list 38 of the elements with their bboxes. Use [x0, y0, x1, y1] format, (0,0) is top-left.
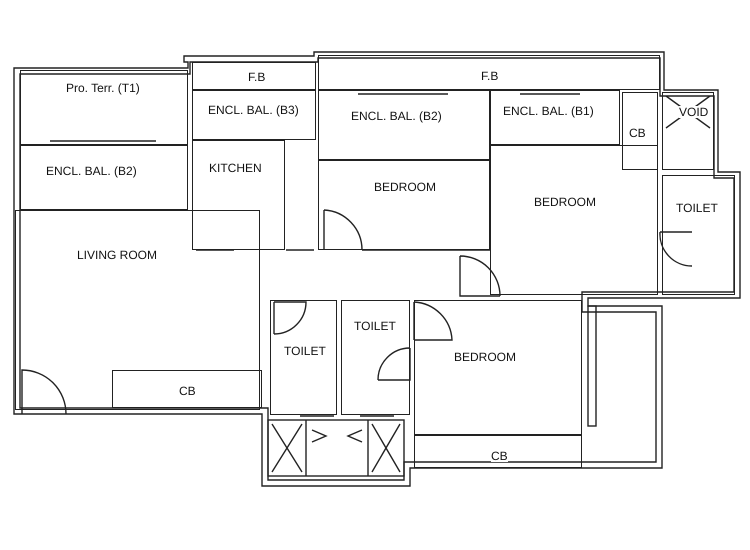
room-label: LIVING ROOM [77, 249, 158, 261]
room [20, 70, 188, 145]
room-label: TOILET [354, 320, 396, 332]
room [192, 62, 316, 90]
room [318, 55, 660, 90]
room [20, 145, 188, 210]
room [662, 92, 714, 170]
room [341, 300, 410, 415]
room [490, 90, 620, 145]
room-label: TOILET [284, 345, 326, 357]
room [662, 175, 735, 295]
room [414, 435, 582, 468]
room-label: BEDROOM [454, 351, 516, 363]
room-label: F.B [248, 71, 266, 83]
room [192, 90, 316, 140]
room-label: BEDROOM [534, 196, 596, 208]
room-label: Pro. Terr. (T1) [66, 82, 140, 94]
room [112, 370, 262, 408]
room [192, 140, 285, 250]
room-label: ENCL. BAL. (B1) [503, 105, 594, 117]
room [318, 90, 490, 160]
room-label: CB [629, 127, 646, 139]
room [490, 145, 658, 295]
room-label: CB [179, 385, 196, 397]
room-label: ENCL. BAL. (B3) [208, 104, 299, 116]
room-label: CB [491, 450, 508, 462]
room-label: KITCHEN [209, 162, 262, 174]
room-label: BEDROOM [374, 181, 436, 193]
room-label: TOILET [676, 202, 718, 214]
room-label: F.B [481, 70, 498, 82]
room [414, 300, 582, 435]
room [15, 210, 260, 410]
room-label: VOID [679, 106, 708, 118]
room [270, 300, 337, 415]
room-label: ENCL. BAL. (B2) [351, 110, 442, 122]
room [318, 160, 490, 250]
room [622, 92, 658, 170]
room-label: ENCL. BAL. (B2) [46, 165, 137, 177]
